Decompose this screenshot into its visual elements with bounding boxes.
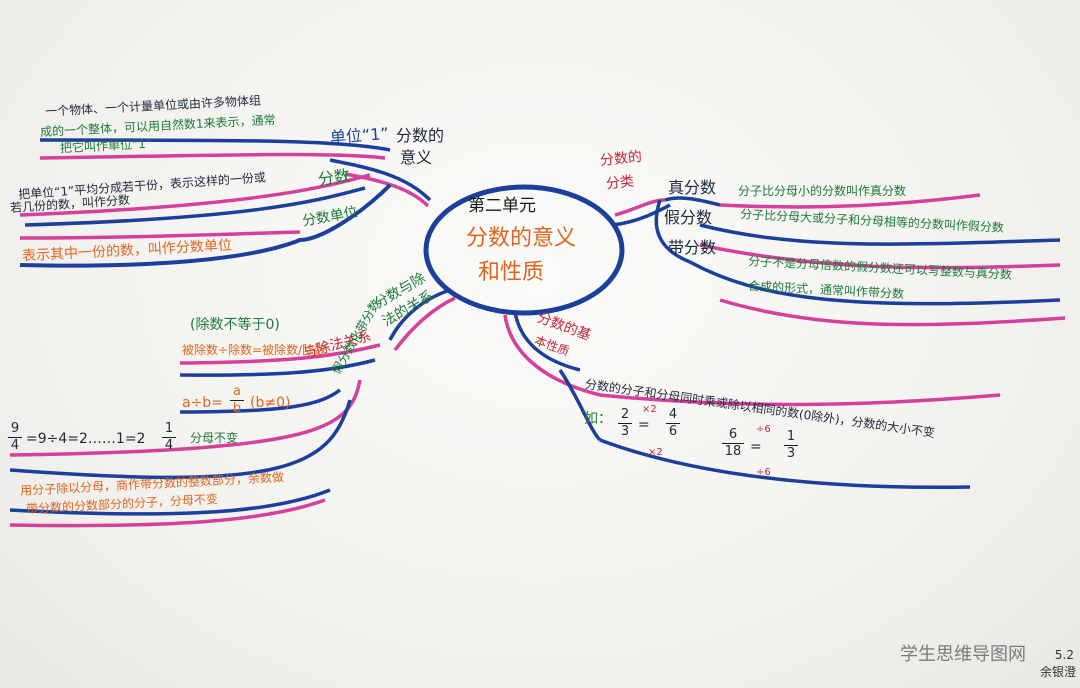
link-relation — [388, 288, 451, 341]
property-example-label: 如： — [584, 411, 612, 427]
ex1-frac-right: 4 6 — [666, 408, 680, 438]
center-subtitle-line1: 分数的意义 — [466, 226, 577, 251]
link-meaning — [344, 172, 430, 208]
corner-name: 余银澄 — [1039, 665, 1076, 679]
mixed-class-label: 带分数 — [668, 238, 717, 257]
line-fraction-blue — [24, 186, 366, 227]
ex2-d1: 18 — [724, 443, 742, 459]
mixed-result-den: 4 — [164, 437, 174, 453]
class-label-line2: 分类 — [605, 173, 635, 193]
line-mixed-text-pink — [9, 498, 326, 528]
line-fraction-unit-pink — [19, 230, 301, 240]
link-property — [513, 311, 581, 372]
division-frac: a b — [230, 385, 244, 415]
line-unit-one — [39, 138, 391, 152]
proper-label: 真分数 — [668, 178, 717, 197]
center-title: 第二单元 — [468, 196, 536, 216]
ex1-op-top: ×2 — [642, 404, 657, 415]
division-frac-num: a — [233, 384, 241, 399]
line-property — [599, 393, 1001, 407]
class-label-line1: 分数的 — [599, 148, 643, 170]
meaning-label-line2: 意义 — [400, 148, 433, 167]
line-property-example — [599, 438, 971, 490]
proper-text: 分子比分母小的分数叫作真分数 — [738, 184, 907, 198]
line-mixed — [9, 379, 362, 457]
mixed-example-frac: 9 4 — [8, 422, 22, 452]
division-formula: 被除数÷除数=被除数/除数 — [182, 343, 327, 357]
ex2-frac-left: 6 18 — [722, 428, 744, 458]
watermark: 学生思维导图网 — [900, 644, 1026, 665]
ex2-op-bot: ÷6 — [756, 467, 771, 478]
division-formula2-prefix: a÷b= — [182, 395, 223, 411]
center-oval — [423, 184, 625, 316]
link-relation-pink — [393, 296, 456, 352]
link-class-sub — [654, 199, 691, 264]
ex1-n2: 4 — [668, 407, 678, 422]
mixed-result-frac: 1 4 — [162, 422, 176, 452]
line-mixed-blue — [9, 399, 352, 480]
ex1-frac-left: 2 3 — [618, 408, 632, 438]
division-note: (除数不等于0) — [190, 317, 280, 333]
mixed-result-num: 1 — [164, 421, 174, 436]
meaning-label-line1: 分数的 — [396, 126, 445, 145]
line-proper — [719, 193, 981, 209]
line-improper — [699, 223, 1061, 246]
ex1-n1: 2 — [620, 407, 630, 422]
fraction-label: 分数 — [316, 165, 352, 190]
link-class — [614, 198, 666, 217]
ex2-n1: 6 — [728, 427, 738, 442]
line-proper-blue — [664, 196, 721, 207]
division-cond: (b≠0) — [250, 395, 291, 411]
ex1-d1: 3 — [620, 423, 630, 439]
line-mixed-class — [689, 260, 1061, 306]
link-meaning-blue — [329, 158, 432, 202]
mixed-example-den: 4 — [10, 437, 20, 453]
division-frac-den: b — [232, 400, 242, 416]
line-improper-pink — [699, 243, 1061, 270]
line-division-blue — [179, 358, 376, 377]
ex1-op-bot: ×2 — [648, 447, 663, 458]
link-class-blue — [611, 203, 671, 227]
ex2-eq: = — [750, 439, 762, 455]
line-fraction — [19, 173, 371, 217]
ex1-eq: = — [638, 417, 650, 433]
mixed-tail: 分母不变 — [190, 431, 239, 445]
line-formula — [179, 388, 342, 414]
ex1-d2: 6 — [668, 423, 678, 439]
line-mixed-class-pink — [719, 298, 1066, 327]
improper-label: 假分数 — [664, 208, 713, 227]
line-unit-one-pink — [39, 152, 386, 160]
ex2-frac-right: 1 3 — [784, 430, 798, 460]
line-mixed-text — [9, 488, 331, 516]
link-property-pink — [503, 314, 601, 397]
line-fraction-unit — [19, 183, 392, 268]
mixed-example-rest: =9÷4=2……1=2 — [26, 431, 146, 447]
mixed-example-num: 9 — [10, 421, 20, 436]
link-property-sub — [558, 369, 602, 442]
line-division — [179, 343, 381, 365]
unit-one-label: 单位“1” — [329, 123, 390, 148]
corner-date: 5.2 — [1054, 648, 1074, 662]
center-subtitle-line2: 和性质 — [478, 260, 545, 285]
ex2-d2: 3 — [786, 445, 796, 461]
ex2-op-top: ÷6 — [756, 424, 771, 435]
ex2-n2: 1 — [786, 429, 796, 444]
